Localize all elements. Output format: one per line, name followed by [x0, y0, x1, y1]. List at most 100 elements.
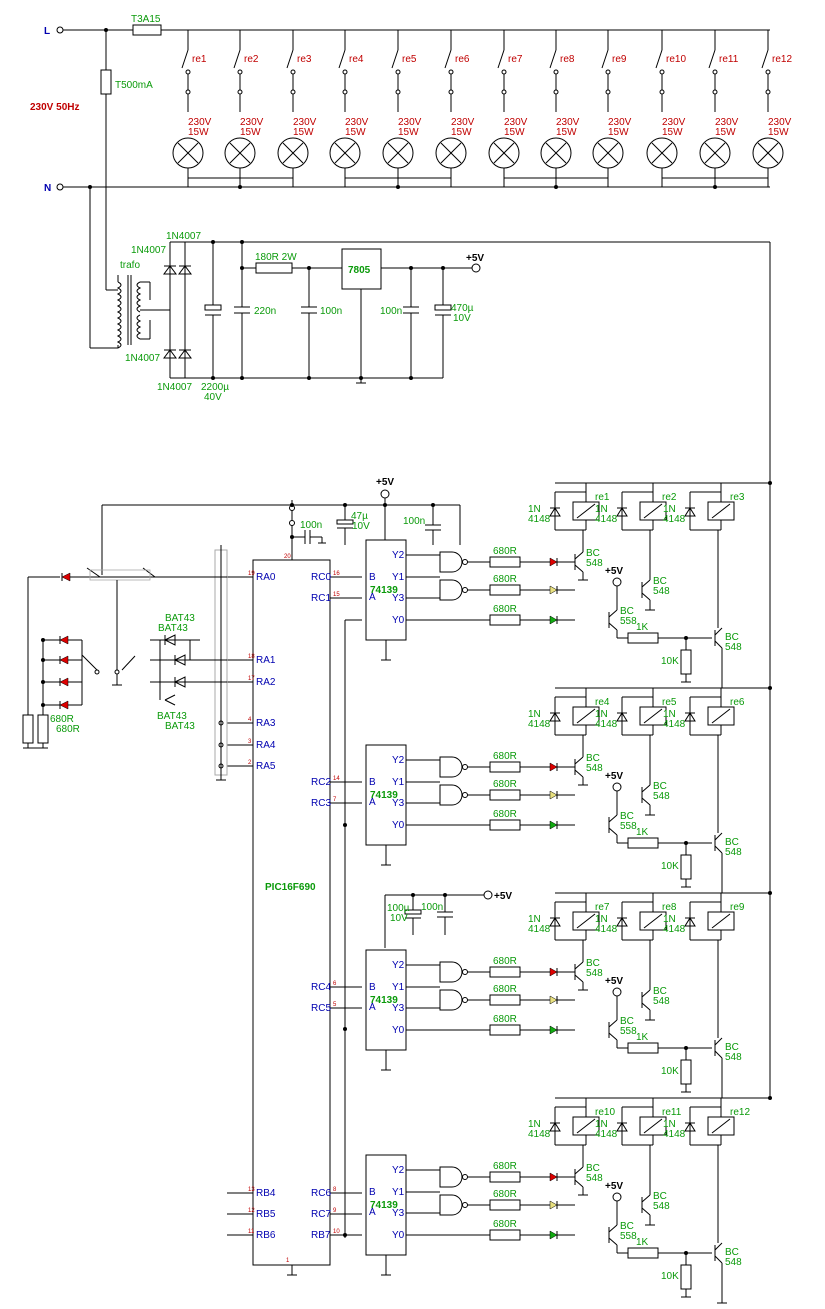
- decoder-out-y0-4: Y0: [392, 1230, 405, 1241]
- decoder-out-y1-3: Y1: [392, 982, 405, 993]
- series-resistor-label-2-3: 680R: [493, 809, 517, 820]
- vcc-terminal-stage3: [483, 890, 493, 900]
- mcu-pin-num-rb6: 11: [248, 1229, 255, 1235]
- relay-coil-label-re1: re1: [595, 492, 610, 503]
- decoder-in-a-2: A: [369, 797, 376, 808]
- relay-coil-label-re9: re9: [730, 902, 745, 913]
- mcu-pin-rc7: RC7: [311, 1209, 331, 1220]
- relay-coil-label-re5: re5: [662, 697, 677, 708]
- decoder-label-3: 74139: [370, 995, 398, 1006]
- series-resistor-3-2: [489, 994, 521, 1006]
- flyback-diode-1n-5: 1N: [595, 709, 608, 720]
- flyback-diode-1n-1: 1N: [528, 504, 541, 515]
- flyback-diode-1n-4: 1N: [528, 709, 541, 720]
- lamp-voltage-4: 230V: [345, 117, 369, 128]
- lamp-11: [699, 137, 731, 169]
- mcu-pin-rc5: RC5: [311, 1003, 331, 1014]
- diode-label-2: 1N4007: [131, 245, 166, 256]
- regulator: [341, 248, 382, 290]
- series-resistor-label-4-3: 680R: [493, 1219, 517, 1230]
- transformer-label: trafo: [120, 260, 140, 271]
- mcu-pin-rc2: RC2: [311, 777, 331, 788]
- series-resistor-label-2-1: 680R: [493, 751, 517, 762]
- relay-contact-label-re2: re2: [244, 54, 259, 65]
- decoder-in-b-4: B: [369, 1187, 376, 1198]
- mcu-pin-num-rb5: 12: [248, 1208, 255, 1214]
- final-num-2: 548: [725, 847, 742, 858]
- lamp-power-8: 15W: [556, 127, 577, 138]
- relay-contact-label-re7: re7: [508, 54, 523, 65]
- transistor-bc-1-1: BC: [586, 548, 600, 559]
- bulk-cap-voltage: 40V: [204, 392, 222, 403]
- series-resistor-2-3: [489, 819, 521, 831]
- mcu-pin-num-ra1: 18: [248, 654, 255, 660]
- relay-contact-label-re10: re10: [666, 54, 686, 65]
- transistor-num-1-3: 558: [620, 616, 637, 627]
- series-resistor-label-3-2: 680R: [493, 984, 517, 995]
- transistor-num-2-3: 558: [620, 821, 637, 832]
- transistor-num-1-1: 548: [586, 558, 603, 569]
- flyback-diode-num-3: 4148: [663, 514, 686, 525]
- transistor-num-2-1: 548: [586, 763, 603, 774]
- mcu-label: PIC16F690: [265, 882, 316, 893]
- series-resistor-3-3: [489, 1024, 521, 1036]
- series-resistor-4-1: [489, 1171, 521, 1183]
- relay-contact-label-re1: re1: [192, 54, 207, 65]
- final-num-4: 548: [725, 1257, 742, 1268]
- pulldown-resistor-1: [680, 649, 692, 675]
- vcc-label-1: +5V: [605, 566, 623, 577]
- decoder-in-b-1: B: [369, 572, 376, 583]
- regulator-label: 7805: [348, 265, 371, 276]
- base-resistor-label-3: 1K: [636, 1032, 649, 1043]
- relay-coil-label-re8: re8: [662, 902, 677, 913]
- transistor-bc-3-3: BC: [620, 1016, 634, 1027]
- lamp-voltage-11: 230V: [715, 117, 739, 128]
- decoder-label-4: 74139: [370, 1200, 398, 1211]
- lamp-voltage-12: 230V: [768, 117, 792, 128]
- decap-47-voltage: 10V: [352, 521, 370, 532]
- mcu-pin-rc0: RC0: [311, 572, 331, 583]
- transistor-num-2-2: 548: [653, 791, 670, 802]
- transistor-num-4-3: 558: [620, 1231, 637, 1242]
- flyback-diode-num-12: 4148: [663, 1129, 686, 1140]
- mcu-pin-num-ra3: 4: [248, 717, 252, 723]
- mcu-pin-rb7: RB7: [311, 1230, 331, 1241]
- diode-label-4: 1N4007: [157, 382, 192, 393]
- decoder-ic-1: [365, 539, 407, 641]
- series-resistor-3-1: [489, 966, 521, 978]
- transistor-bc-4-3: BC: [620, 1221, 634, 1232]
- main-fuse: [132, 24, 162, 36]
- bat43-label-2: BAT43: [158, 623, 188, 634]
- lamp-3: [277, 137, 309, 169]
- mcu-pin-num-rc3: 7: [333, 797, 337, 803]
- input-resistor-2: 680R: [56, 724, 80, 735]
- flyback-diode-1n-8: 1N: [595, 914, 608, 925]
- mcu-pin-rb6: RB6: [256, 1230, 276, 1241]
- decoder-in-b-2: B: [369, 777, 376, 788]
- line-terminal: [56, 26, 64, 34]
- dropper-resistor: [255, 262, 293, 274]
- decoder-out-y0-3: Y0: [392, 1025, 405, 1036]
- out-cap-value: 470µ: [451, 303, 474, 314]
- lamp-6: [435, 137, 467, 169]
- svg-text:20: 20: [284, 554, 291, 560]
- mcu-pin-rc6: RC6: [311, 1188, 331, 1199]
- flyback-diode-1n-3: 1N: [663, 504, 676, 515]
- mcu-pin-rc4: RC4: [311, 982, 331, 993]
- series-resistor-2-2: [489, 789, 521, 801]
- vcc-terminal-top: [380, 489, 390, 499]
- neutral-label: N: [44, 183, 51, 194]
- decoder-ic-4: [365, 1154, 407, 1256]
- flyback-diode-num-7: 4148: [528, 924, 551, 935]
- flyback-diode-1n-12: 1N: [663, 1119, 676, 1130]
- flyback-diode-1n-9: 1N: [663, 914, 676, 925]
- input-led-1: [59, 635, 69, 645]
- trafo-fuse: [100, 69, 112, 95]
- lamp-power-7: 15W: [504, 127, 525, 138]
- base-resistor-label-1: 1K: [636, 622, 649, 633]
- lamp-9: [592, 137, 624, 169]
- lamp-7: [488, 137, 520, 169]
- base-resistor-4: [627, 1247, 659, 1259]
- driver-stage-3: 74139Y2Y1Y3Y0BA680R680R680Rre71N4148re81…: [365, 891, 772, 1099]
